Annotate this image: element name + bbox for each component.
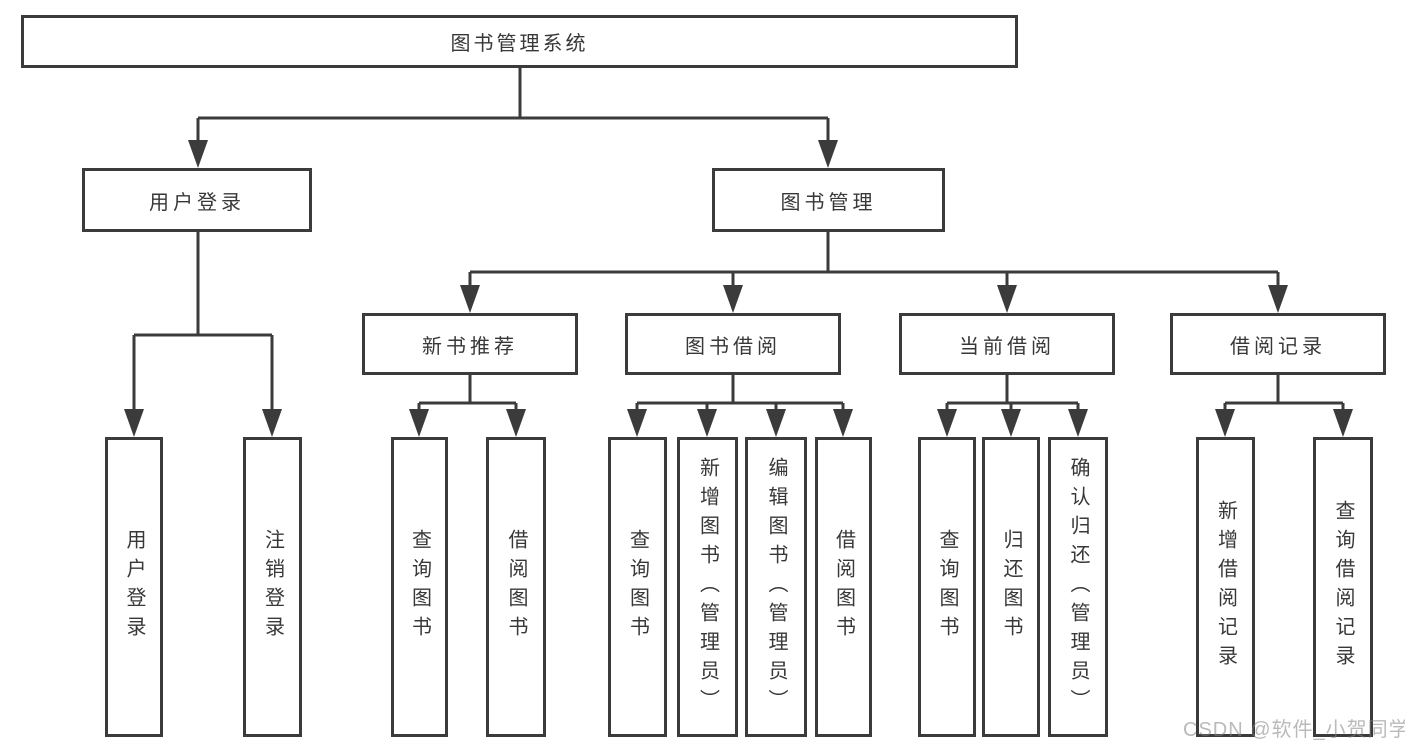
arrowhead-icon <box>460 285 480 313</box>
node-borrowing-records-label: 借阅记录 <box>1230 335 1326 358</box>
node-root: 图书管理系统 <box>21 15 1018 68</box>
leaf-user-login-label: 用户登录 <box>123 529 145 645</box>
node-new-book-recommend: 新书推荐 <box>362 313 578 375</box>
leaf-br-query-record: 查询借阅记录 <box>1313 437 1373 737</box>
node-book-management: 图书管理 <box>712 168 945 232</box>
arrowhead-icon <box>627 409 647 437</box>
arrowhead-icon <box>937 409 957 437</box>
leaf-logout-label: 注销登录 <box>261 529 284 645</box>
leaf-logout: 注销登录 <box>243 437 302 737</box>
arrowhead-icon <box>1215 409 1235 437</box>
arrowhead-icon <box>833 409 853 437</box>
node-borrowing-records: 借阅记录 <box>1170 313 1386 375</box>
arrowhead-icon <box>1068 409 1088 437</box>
leaf-nb-query-books-label: 查询图书 <box>408 529 431 645</box>
connector-book-borrowing <box>627 375 853 437</box>
node-book-management-label: 图书管理 <box>780 191 877 214</box>
arrowhead-icon <box>697 409 717 437</box>
connector-root <box>188 68 838 168</box>
leaf-bb-add-book-admin-label: 新增图书（管理员） <box>696 456 719 718</box>
arrowhead-icon <box>1268 285 1288 313</box>
node-user-login: 用户登录 <box>82 168 312 232</box>
arrowhead-icon <box>818 140 838 168</box>
leaf-bb-borrow-books: 借阅图书 <box>815 437 872 737</box>
arrowhead-icon <box>262 409 282 437</box>
leaf-bb-edit-book-admin: 编辑图书（管理员） <box>745 437 807 737</box>
watermark: CSDN @软件_小贺同学 <box>1183 719 1405 741</box>
arrowhead-icon <box>506 409 526 437</box>
connector-borrowing-records <box>1215 375 1353 437</box>
leaf-cb-return-book: 归还图书 <box>982 437 1040 737</box>
connector-new-book-recommend <box>409 375 526 437</box>
node-book-borrowing-label: 图书借阅 <box>685 335 781 358</box>
arrowhead-icon <box>997 285 1017 313</box>
arrowhead-icon <box>409 409 429 437</box>
leaf-cb-query-books-label: 查询图书 <box>936 529 958 645</box>
connector-current-borrowing <box>937 375 1088 437</box>
leaf-bb-query-books-label: 查询图书 <box>626 529 649 645</box>
leaf-cb-return-book-label: 归还图书 <box>1000 529 1022 645</box>
node-current-borrowing: 当前借阅 <box>899 313 1115 375</box>
node-current-borrowing-label: 当前借阅 <box>959 335 1055 358</box>
arrowhead-icon <box>1001 409 1021 437</box>
leaf-br-query-record-label: 查询借阅记录 <box>1332 500 1354 674</box>
leaf-cb-confirm-return-admin: 确认归还（管理员） <box>1048 437 1108 737</box>
connector-book-management <box>460 232 1288 313</box>
node-root-label: 图书管理系统 <box>450 33 589 55</box>
leaf-br-add-record: 新增借阅记录 <box>1196 437 1255 737</box>
leaf-user-login: 用户登录 <box>105 437 163 737</box>
leaf-bb-query-books: 查询图书 <box>608 437 667 737</box>
leaf-bb-add-book-admin: 新增图书（管理员） <box>677 437 738 737</box>
arrowhead-icon <box>766 409 786 437</box>
leaf-nb-borrow-books-label: 借阅图书 <box>505 529 527 645</box>
node-user-login-label: 用户登录 <box>149 191 245 214</box>
leaf-br-add-record-label: 新增借阅记录 <box>1214 500 1237 674</box>
arrowhead-icon <box>188 140 208 168</box>
leaf-cb-confirm-return-admin-label: 确认归还（管理员） <box>1067 456 1089 718</box>
node-book-borrowing: 图书借阅 <box>625 313 841 375</box>
leaf-bb-borrow-books-label: 借阅图书 <box>832 529 855 645</box>
arrowhead-icon <box>1333 409 1353 437</box>
connector-user-login <box>124 232 282 437</box>
arrowhead-icon <box>124 409 144 437</box>
arrowhead-icon <box>723 285 743 313</box>
node-new-book-recommend-label: 新书推荐 <box>422 335 518 358</box>
leaf-cb-query-books: 查询图书 <box>918 437 976 737</box>
leaf-bb-edit-book-admin-label: 编辑图书（管理员） <box>765 456 787 718</box>
leaf-nb-borrow-books: 借阅图书 <box>486 437 546 737</box>
leaf-nb-query-books: 查询图书 <box>391 437 448 737</box>
